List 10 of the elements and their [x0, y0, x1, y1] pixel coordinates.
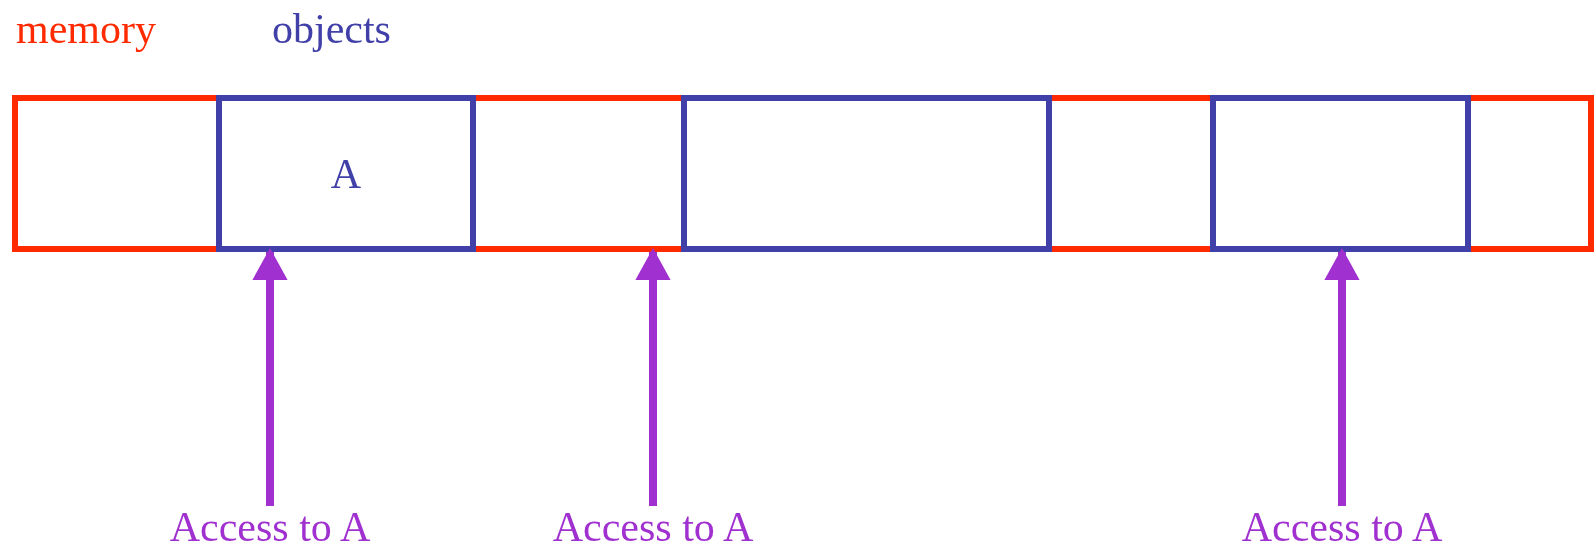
access-label: Access to A: [1241, 506, 1443, 548]
access-label: Access to A: [169, 506, 371, 548]
access-label: Access to A: [552, 506, 754, 548]
memory-object: [1210, 95, 1471, 252]
objects-label: objects: [272, 8, 391, 50]
object-label: A: [330, 152, 362, 195]
memory-strip: [12, 95, 1594, 252]
memory-object: [681, 95, 1052, 252]
memory-label: memory: [16, 8, 156, 50]
memory-object: [216, 95, 476, 252]
